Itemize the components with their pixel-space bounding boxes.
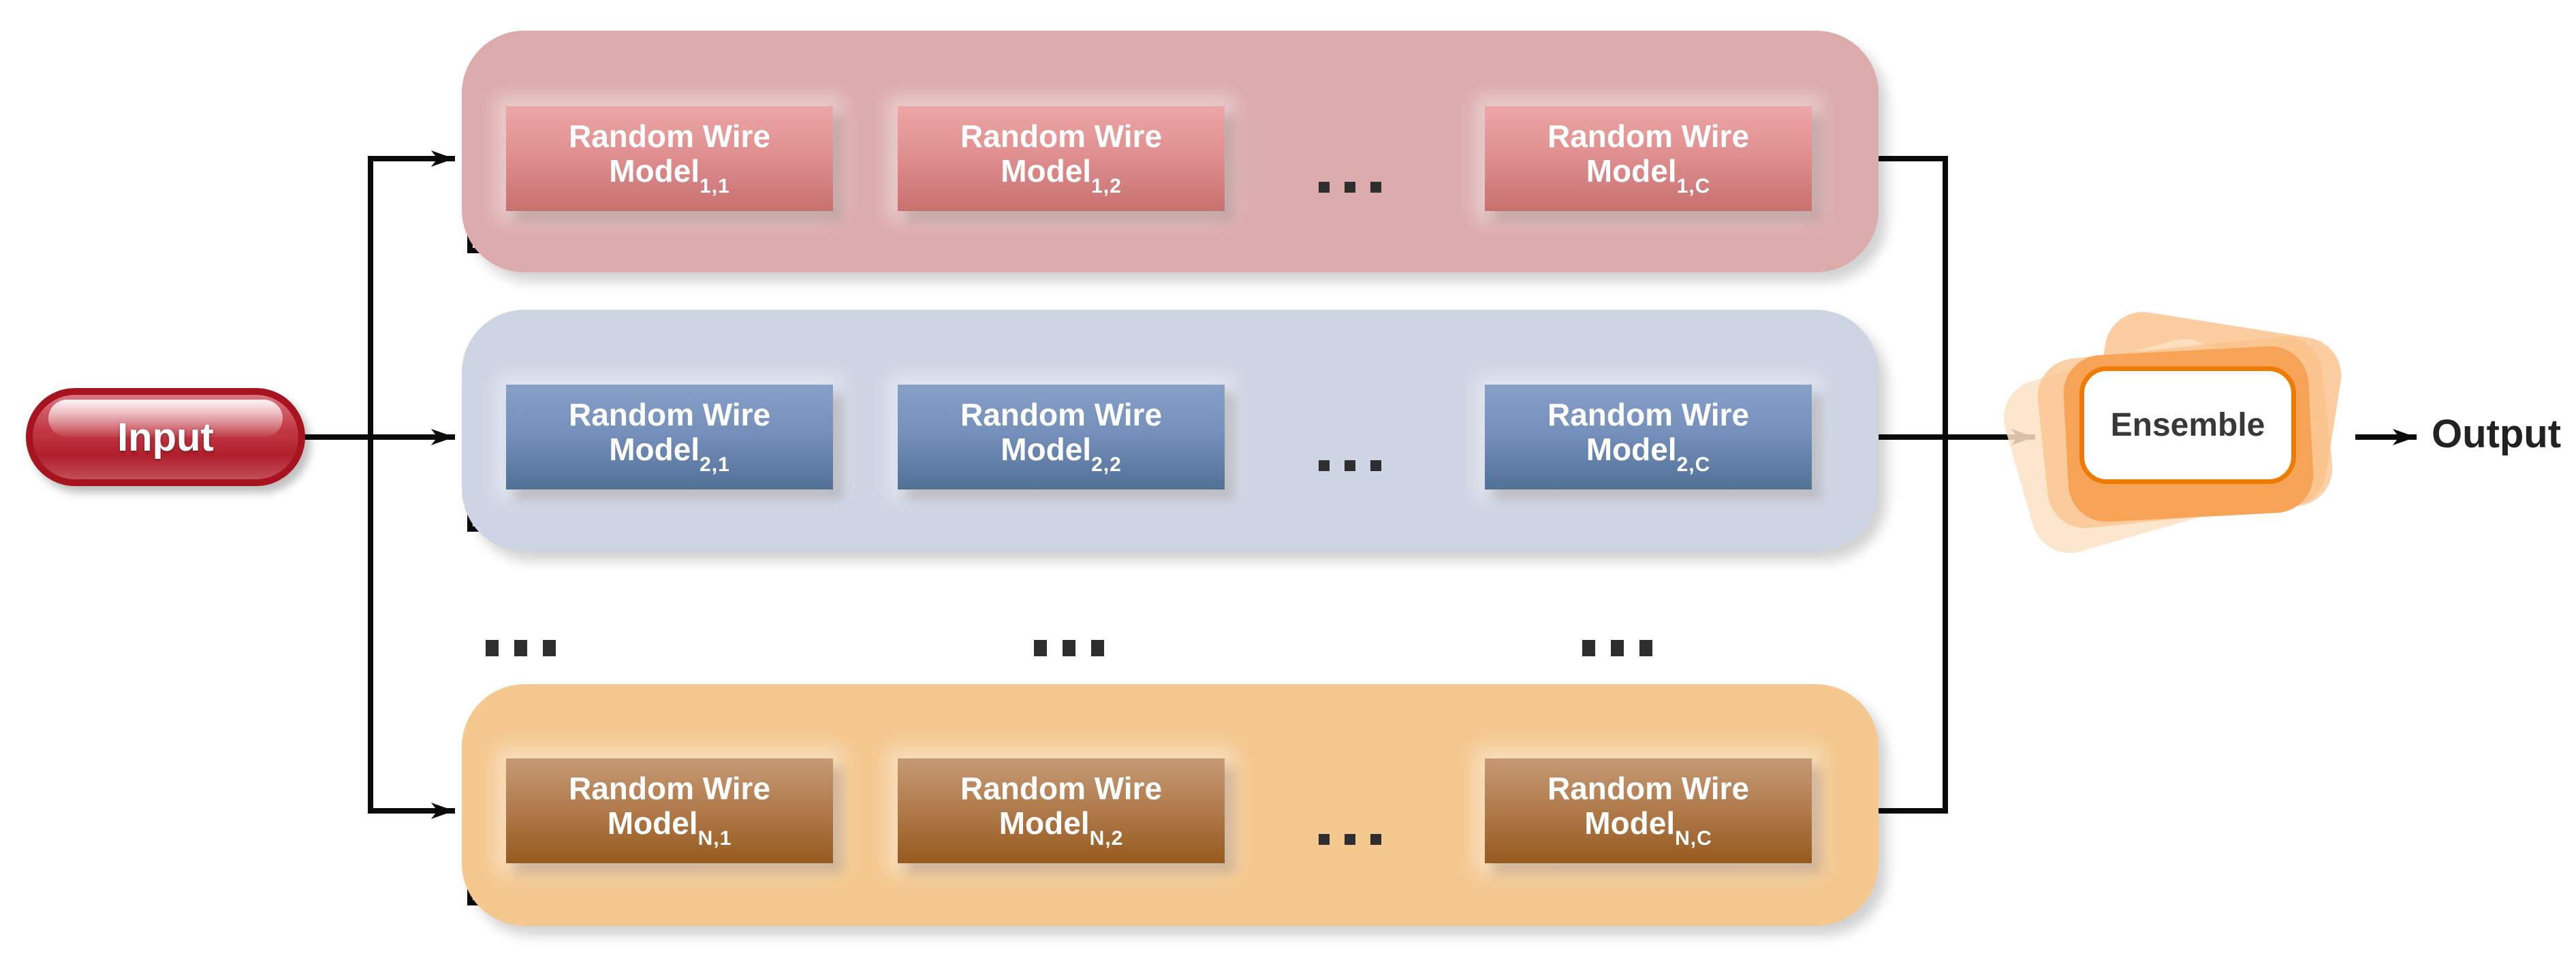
ellipsis-dot — [1611, 640, 1624, 656]
model-title-line2: Model1,1 — [609, 154, 730, 198]
model-box-1-2: Random Wire Model1,2 — [898, 106, 1225, 211]
model-name: Model — [1586, 153, 1677, 189]
model-title-line2: Model1,C — [1586, 154, 1711, 198]
model-title-line2: Model1,2 — [1001, 154, 1122, 198]
ellipsis-dot — [1319, 460, 1330, 471]
models-ellipsis-row2 — [1319, 460, 1381, 471]
model-title-line1: Random Wire — [960, 118, 1163, 154]
model-title-line2: Model2,1 — [609, 432, 730, 477]
ellipsis-dot — [1370, 460, 1381, 471]
ellipsis-dot — [1063, 640, 1075, 656]
models-ellipsis-row1 — [1319, 182, 1381, 193]
output-label: Output — [2432, 412, 2562, 456]
model-name: Model — [609, 432, 700, 468]
ensemble-node: Ensemble — [1994, 306, 2359, 562]
ellipsis-dot — [1370, 182, 1381, 193]
model-name: Model — [1001, 432, 1092, 468]
model-name: Model — [1586, 432, 1677, 468]
models-ellipsis-row3 — [1319, 834, 1381, 845]
model-name: Model — [607, 805, 698, 841]
model-title-line1: Random Wire — [568, 396, 771, 432]
model-name: Model — [1584, 805, 1676, 841]
ellipsis-dot — [1582, 640, 1595, 656]
model-title-line2: Model2,2 — [1001, 432, 1122, 477]
model-subscript: 2,C — [1676, 453, 1711, 477]
ensemble-inner-box: Ensemble — [2079, 366, 2296, 484]
model-title-line2: ModelN,C — [1584, 806, 1712, 850]
ellipsis-dot — [1345, 834, 1355, 845]
ellipsis-dot — [1319, 834, 1330, 845]
model-box-N-2: Random Wire ModelN,2 — [898, 758, 1225, 863]
model-name: Model — [609, 153, 700, 189]
model-title-line2: Model2,C — [1586, 432, 1711, 477]
ellipsis-dot — [486, 640, 499, 656]
model-box-1-C: Random Wire Model1,C — [1485, 106, 1812, 211]
model-box-N-C: Random Wire ModelN,C — [1485, 758, 1812, 863]
model-title-line1: Random Wire — [1547, 396, 1750, 432]
ellipsis-dot — [1091, 640, 1104, 656]
model-title-line1: Random Wire — [568, 770, 771, 806]
ellipsis-dot — [1639, 640, 1652, 656]
rows-ellipsis-col3 — [1582, 640, 1652, 656]
model-subscript: N,2 — [1089, 827, 1124, 850]
model-title-line1: Random Wire — [960, 770, 1163, 806]
rows-ellipsis-col2 — [1034, 640, 1104, 656]
model-box-2-1: Random Wire Model2,1 — [506, 385, 833, 489]
model-title-line1: Random Wire — [960, 396, 1163, 432]
ellipsis-dot — [1319, 182, 1330, 193]
ellipsis-dot — [514, 640, 527, 656]
ellipsis-dot — [1370, 834, 1381, 845]
model-box-1-1: Random Wire Model1,1 — [506, 106, 833, 211]
ellipsis-dot — [543, 640, 556, 656]
ellipsis-dot — [1034, 640, 1047, 656]
rows-ellipsis-col1 — [486, 640, 556, 656]
model-box-N-1: Random Wire ModelN,1 — [506, 758, 833, 863]
model-subscript: N,1 — [697, 827, 732, 850]
model-title-line1: Random Wire — [568, 118, 771, 154]
ensemble-label: Ensemble — [2110, 407, 2265, 443]
model-subscript: N,C — [1675, 827, 1712, 850]
model-subscript: 1,2 — [1091, 175, 1122, 198]
model-title-line1: Random Wire — [1547, 118, 1750, 154]
model-name: Model — [1001, 153, 1092, 189]
model-title-line1: Random Wire — [1547, 770, 1750, 806]
model-box-2-C: Random Wire Model2,C — [1485, 385, 1812, 489]
model-subscript: 1,1 — [700, 175, 730, 198]
input-label: Input — [117, 415, 214, 460]
model-subscript: 1,C — [1676, 175, 1711, 198]
input-node: Input — [26, 388, 305, 486]
model-box-2-2: Random Wire Model2,2 — [898, 385, 1225, 489]
model-subscript: 2,2 — [1091, 453, 1122, 477]
model-title-line2: ModelN,2 — [999, 806, 1124, 850]
ellipsis-dot — [1345, 182, 1355, 193]
ellipsis-dot — [1345, 460, 1355, 471]
model-subscript: 2,1 — [700, 453, 730, 477]
model-title-line2: ModelN,1 — [608, 806, 732, 850]
model-name: Model — [999, 805, 1090, 841]
